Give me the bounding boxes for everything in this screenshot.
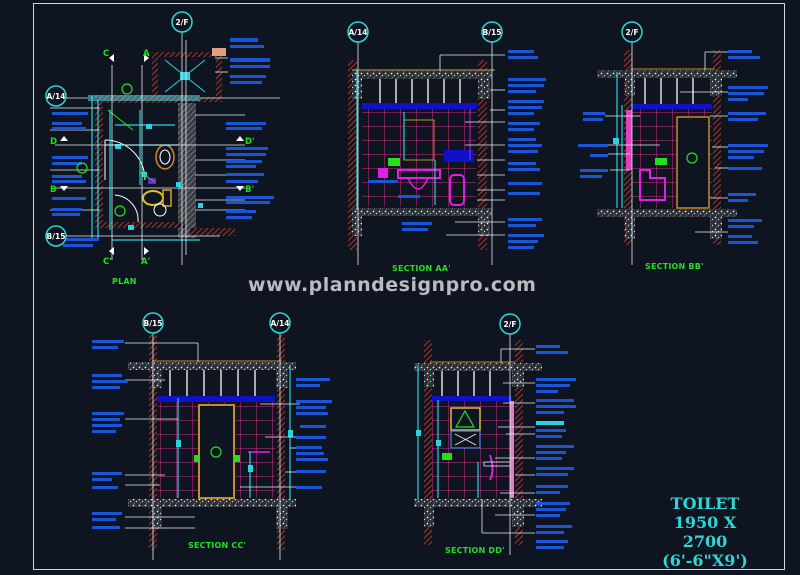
section-dd-view (414, 320, 576, 555)
section-aa-label: SECTION AA' (392, 264, 451, 273)
section-marker-c-prime: C' (103, 257, 112, 267)
grid-tag-aa-b15: B/15 (483, 28, 502, 37)
section-cc-label: SECTION CC' (188, 541, 247, 550)
section-marker-a-prime: A' (141, 257, 150, 267)
grid-tag-aa-a14: A/14 (349, 28, 368, 37)
grid-tag-dd-2f: 2/F (503, 320, 516, 329)
size-ft-text: (6'-6"X9') (662, 551, 748, 570)
section-dd-label: SECTION DD' (445, 546, 505, 555)
section-marker-d-prime: D' (245, 137, 255, 147)
grid-tag-plan-b15: B/15 (47, 232, 66, 241)
size-mm-text: 1950 X 2700 (673, 513, 737, 551)
section-marker-b: B (50, 185, 56, 195)
title-text: TOILET (670, 494, 740, 513)
section-bb-view (578, 40, 768, 265)
section-aa-view (348, 40, 546, 265)
grid-tag-bubbles (45, 11, 643, 335)
section-marker-b-prime: B' (245, 185, 254, 195)
section-arrow-c (109, 54, 114, 62)
grid-tag-cc-a14: A/14 (271, 319, 290, 328)
drawing-border (33, 3, 785, 570)
section-marker-a: A (143, 49, 150, 59)
watermark: www.planndesignpro.com (248, 274, 537, 296)
section-bb-label: SECTION BB' (645, 262, 704, 271)
grid-tag-plan-2f: 2/F (175, 18, 188, 27)
section-marker-c: C (103, 49, 109, 59)
title-block: TOILET 1950 X 2700 (6'-6"X9') (650, 494, 760, 570)
grid-tag-cc-b15: B/15 (144, 319, 163, 328)
plan-label: PLAN (112, 277, 137, 286)
section-marker-d: D (50, 137, 57, 147)
grid-tag-plan-a14: A/14 (47, 92, 66, 101)
section-cc-view (92, 320, 332, 560)
plan-view (50, 28, 280, 265)
grid-tag-bb-2f: 2/F (625, 28, 638, 37)
